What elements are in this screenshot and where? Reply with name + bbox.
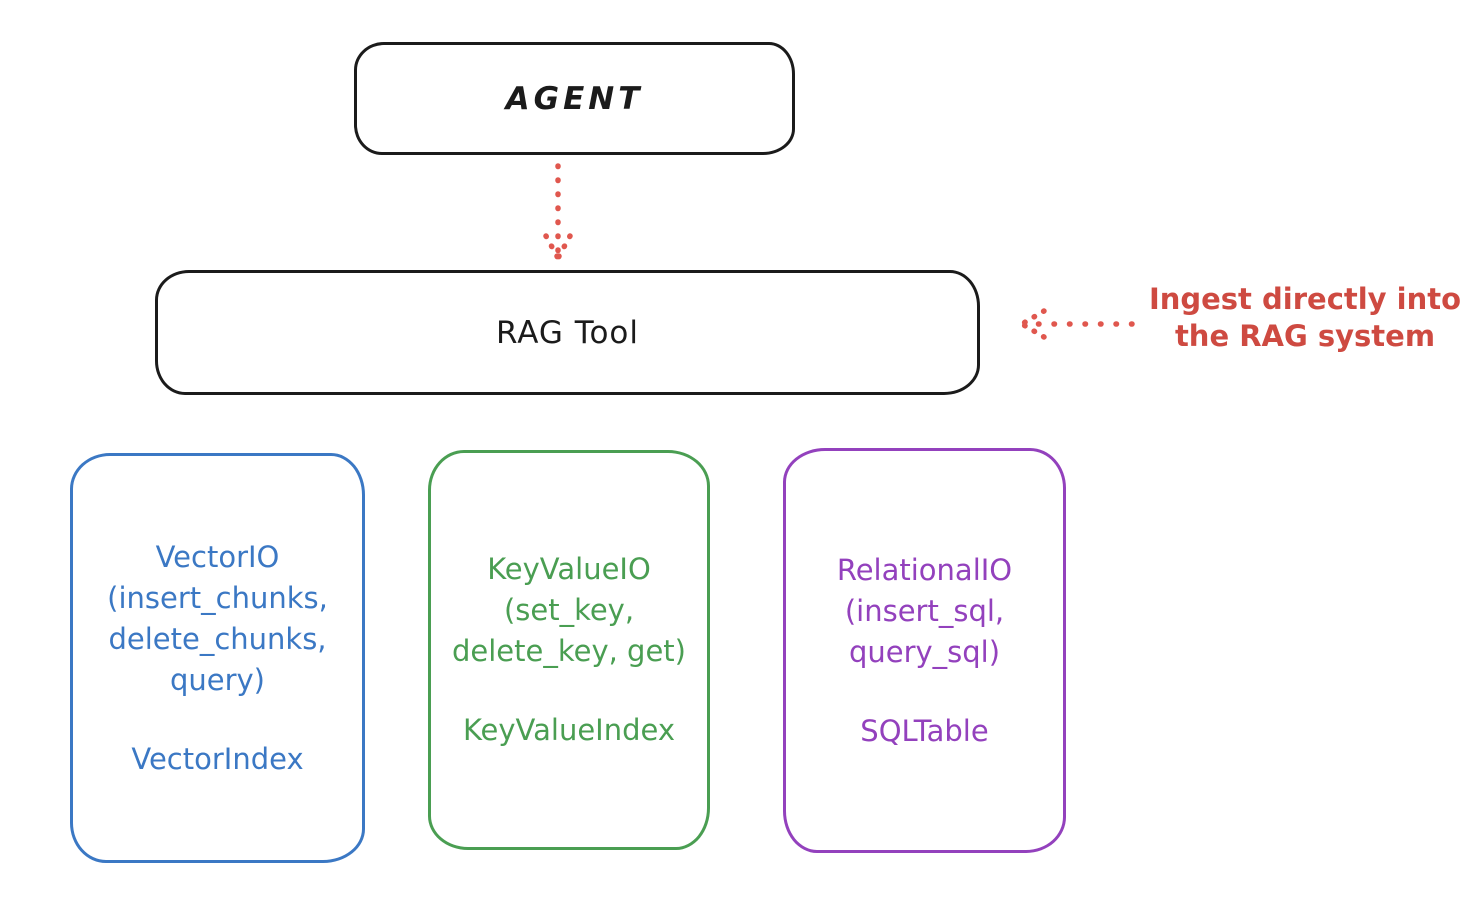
dotted-arrow-left-icon	[1016, 303, 1138, 349]
dotted-arrow-down-icon	[538, 162, 578, 268]
keyvalue-index-label: KeyValueIndex	[462, 713, 676, 747]
keyvalue-io-box: KeyValueIO (set_key, delete_key, get) Ke…	[428, 450, 710, 850]
vector-io-label: VectorIO (insert_chunks, delete_chunks, …	[107, 539, 328, 697]
rag-tool-label: RAG Tool	[495, 314, 640, 351]
agent-label: AGENT	[505, 80, 644, 117]
sql-table-label: SQLTable	[860, 713, 989, 748]
annotation-text: Ingest directly into the RAG system	[1148, 282, 1462, 353]
rag-tool-box: RAG Tool	[155, 270, 980, 395]
relational-io-label: RelationalIO (insert_sql, query_sql)	[836, 552, 1013, 669]
keyvalue-io-label: KeyValueIO (set_key, delete_key, get)	[452, 552, 686, 668]
agent-box: AGENT	[354, 42, 795, 155]
relational-io-box: RelationalIO (insert_sql, query_sql) SQL…	[783, 448, 1066, 853]
vector-index-label: VectorIndex	[131, 741, 304, 776]
vector-io-box: VectorIO (insert_chunks, delete_chunks, …	[70, 453, 365, 863]
